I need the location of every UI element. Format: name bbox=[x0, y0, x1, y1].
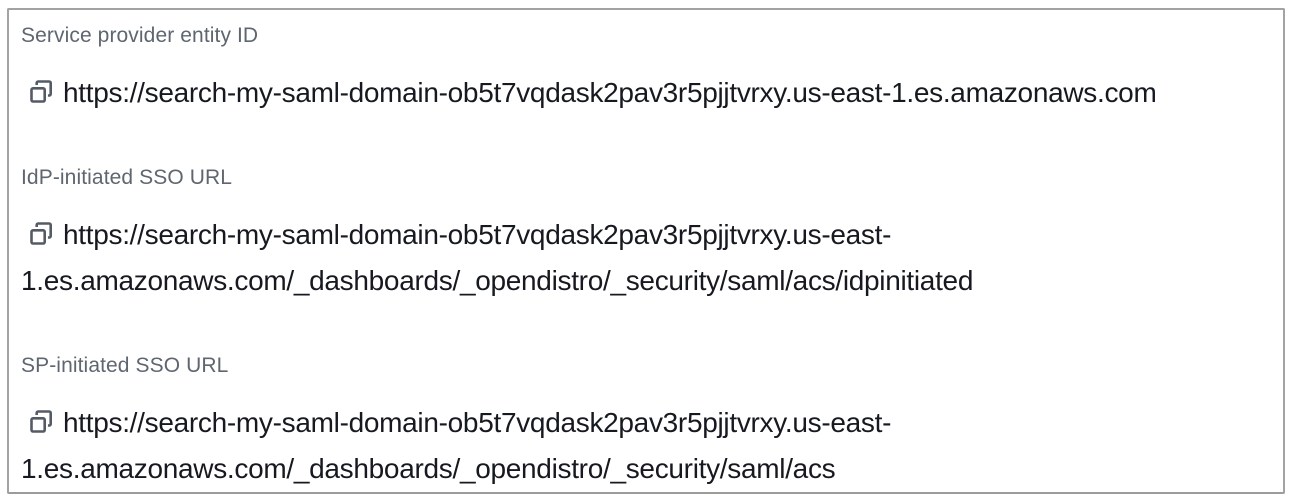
url-text: 1.es.amazonaws.com/_dashboards/_opendist… bbox=[21, 265, 974, 296]
field-label: Service provider entity ID bbox=[21, 24, 259, 47]
url-text: https://search-my-saml-domain-ob5t7vqdas… bbox=[63, 407, 892, 438]
field-label: IdP-initiated SSO URL bbox=[21, 166, 233, 189]
saml-urls-panel: Service provider entity ID https://searc… bbox=[7, 8, 1285, 494]
field-service-provider-entity-id: Service provider entity ID https://searc… bbox=[21, 22, 1269, 116]
url-text: 1.es.amazonaws.com/_dashboards/_opendist… bbox=[21, 453, 836, 484]
url-text: https://search-my-saml-domain-ob5t7vqdas… bbox=[63, 77, 1157, 108]
copy-icon[interactable] bbox=[29, 410, 53, 434]
copy-icon[interactable] bbox=[29, 80, 53, 104]
field-idp-initiated-sso-url: IdP-initiated SSO URL https://search-my-… bbox=[21, 164, 1269, 304]
field-label: SP-initiated SSO URL bbox=[21, 354, 229, 377]
url-line: 1.es.amazonaws.com/_dashboards/_opendist… bbox=[21, 258, 1269, 304]
url-line: 1.es.amazonaws.com/_dashboards/_opendist… bbox=[21, 446, 1269, 492]
url-value: https://search-my-saml-domain-ob5t7vqdas… bbox=[21, 212, 1269, 304]
url-text: https://search-my-saml-domain-ob5t7vqdas… bbox=[63, 219, 892, 250]
url-line: https://search-my-saml-domain-ob5t7vqdas… bbox=[21, 212, 1269, 258]
copy-icon[interactable] bbox=[29, 222, 53, 246]
url-line: https://search-my-saml-domain-ob5t7vqdas… bbox=[21, 70, 1269, 116]
url-line: https://search-my-saml-domain-ob5t7vqdas… bbox=[21, 400, 1269, 446]
url-value: https://search-my-saml-domain-ob5t7vqdas… bbox=[21, 70, 1269, 116]
url-value: https://search-my-saml-domain-ob5t7vqdas… bbox=[21, 400, 1269, 492]
field-sp-initiated-sso-url: SP-initiated SSO URL https://search-my-s… bbox=[21, 352, 1269, 492]
